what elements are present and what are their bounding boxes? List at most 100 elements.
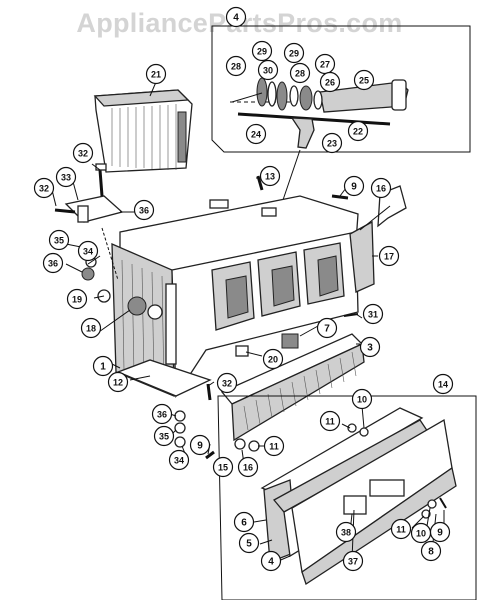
callout-circle	[342, 550, 364, 572]
inset-shaft-assembly	[211, 25, 471, 153]
callout-number: 23	[327, 139, 337, 149]
callout-circle	[260, 550, 282, 572]
callout-number: 10	[416, 529, 426, 539]
callout-c37: 37	[342, 550, 364, 572]
callout-number: 37	[348, 557, 358, 567]
callout-number: 35	[159, 432, 169, 442]
callout-number: 10	[357, 395, 367, 405]
callout-circle	[390, 518, 412, 540]
callout-circle	[216, 372, 238, 394]
callout-number: 9	[197, 441, 203, 452]
callout-number: 7	[324, 324, 330, 335]
callout-c5: 5	[238, 532, 260, 554]
callout-c3: 3	[359, 336, 381, 358]
callout-number: 19	[72, 295, 82, 305]
callout-number: 16	[376, 184, 386, 194]
callout-c15: 15	[212, 456, 234, 478]
callout-number: 5	[246, 539, 252, 550]
callout-circle	[343, 175, 365, 197]
callout-c23: 23	[321, 132, 343, 154]
callout-circle	[321, 132, 343, 154]
callout-c11c: 11	[390, 518, 412, 540]
callout-circle	[259, 165, 281, 187]
callout-c24: 24	[245, 123, 267, 145]
callout-circle	[316, 317, 338, 339]
callout-number: 32	[39, 184, 49, 194]
callout-c38: 38	[335, 521, 357, 543]
callout-c35a: 35	[48, 229, 70, 251]
callout-circle	[319, 71, 341, 93]
callout-circle	[153, 425, 175, 447]
callout-circle	[72, 142, 94, 164]
callout-circle	[429, 521, 451, 543]
callout-circle	[233, 511, 255, 533]
callout-circle	[351, 388, 373, 410]
callout-circle	[92, 355, 114, 377]
callout-number: 8	[428, 547, 434, 558]
callout-c6: 6	[233, 511, 255, 533]
callout-number: 34	[83, 247, 93, 257]
callout-circle	[263, 435, 285, 457]
callout-number: 11	[325, 417, 335, 427]
callout-c31: 31	[362, 303, 384, 325]
callout-number: 12	[113, 378, 123, 388]
callout-circle	[262, 348, 284, 370]
callout-c29a: 29	[251, 40, 273, 62]
callout-circle	[362, 303, 384, 325]
callout-number: 32	[78, 149, 88, 159]
callout-circle	[237, 456, 259, 478]
callout-number: 34	[174, 456, 184, 466]
callout-circle	[289, 62, 311, 84]
callout-circle	[283, 42, 305, 64]
callout-number: 20	[268, 355, 278, 365]
callout-circle	[245, 123, 267, 145]
callout-c36c: 36	[151, 403, 173, 425]
callout-c29b: 29	[283, 42, 305, 64]
callout-circle	[225, 55, 247, 77]
callout-number: 3	[367, 343, 373, 354]
callout-circle	[189, 434, 211, 456]
callout-number: 25	[359, 76, 369, 86]
callout-c10a: 10	[351, 388, 373, 410]
main-housing	[111, 195, 359, 399]
callout-circle	[212, 456, 234, 478]
callout-number: 17	[384, 252, 394, 262]
callout-c32c: 32	[216, 372, 238, 394]
callout-c19: 19	[66, 288, 88, 310]
callout-number: 22	[353, 127, 363, 137]
callout-c34b: 34	[168, 449, 190, 471]
callout-number: 21	[151, 70, 161, 80]
callout-circle	[420, 540, 442, 562]
callout-number: 36	[48, 259, 58, 269]
left-hardware	[54, 163, 124, 303]
callout-c26: 26	[319, 71, 341, 93]
callout-circle	[151, 403, 173, 425]
callout-number: 33	[61, 173, 71, 183]
callout-c20: 20	[262, 348, 284, 370]
callout-number: 24	[251, 130, 261, 140]
callout-circle	[359, 336, 381, 358]
callout-circle	[225, 6, 247, 28]
callout-number: 6	[241, 518, 247, 529]
callout-c32a: 32	[72, 142, 94, 164]
callout-c4top: 4	[225, 6, 247, 28]
callout-c27: 27	[314, 53, 336, 75]
callout-circle	[319, 410, 341, 432]
callout-number: 14	[438, 380, 448, 390]
callout-circle	[238, 532, 260, 554]
callout-circle	[107, 371, 129, 393]
callout-circle	[251, 40, 273, 62]
callout-circle	[378, 245, 400, 267]
callout-c10b: 10	[410, 522, 432, 544]
callout-c13: 13	[259, 165, 281, 187]
callout-number: 35	[54, 236, 64, 246]
callout-number: 16	[243, 463, 253, 473]
callout-c9b: 9	[189, 434, 211, 456]
callout-circle	[432, 373, 454, 395]
callout-number: 13	[265, 172, 275, 182]
callout-c36a: 36	[133, 199, 155, 221]
callout-c28b: 28	[289, 62, 311, 84]
